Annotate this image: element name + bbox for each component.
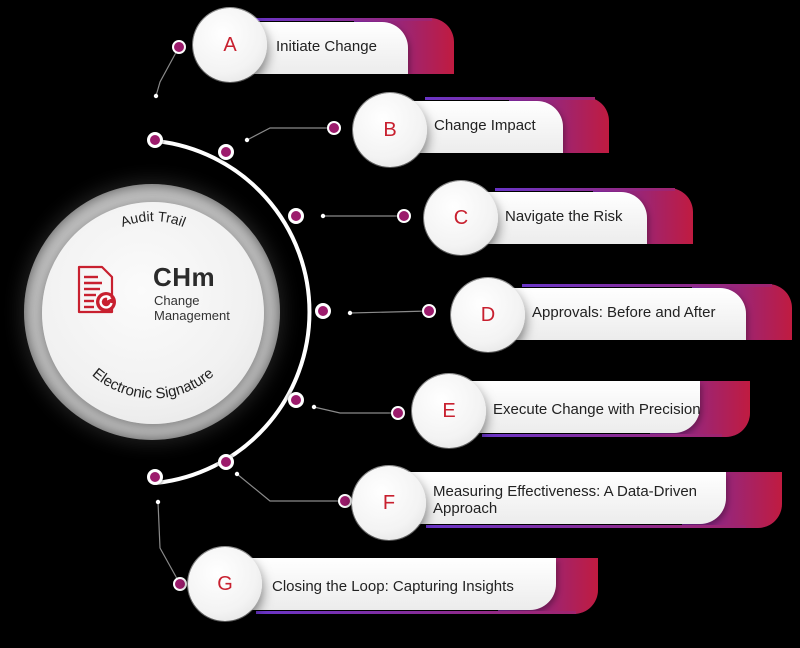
document-refresh-icon: [77, 265, 116, 314]
leader-end-c: [397, 209, 411, 223]
step-badge-d: D: [451, 278, 525, 352]
step-badge-a: A: [193, 8, 267, 82]
audit-trail-label: Audit Trail: [118, 208, 188, 230]
step-card-e: Execute Change with Precision: [452, 381, 750, 437]
hub-subtitle: Change Management: [154, 293, 230, 323]
electronic-signature-label: Electronic Signature: [89, 365, 217, 403]
svg-text:Electronic Signature: Electronic Signature: [89, 365, 217, 403]
card-body-e: [452, 381, 700, 433]
step-card-d: Approvals: Before and After: [492, 284, 792, 340]
step-label-d: Approvals: Before and After: [532, 303, 716, 321]
step-card-b: Change Impact: [395, 97, 609, 153]
leader-end-d: [422, 304, 436, 318]
card-body-g: [226, 558, 556, 610]
leader-end-a: [172, 40, 186, 54]
step-label-f: Measuring Effectiveness: A Data-Driven A…: [433, 483, 698, 517]
card-edge-e: [482, 434, 722, 437]
svg-text:Audit Trail: Audit Trail: [118, 208, 188, 230]
hub-subtitle-line2: Management: [154, 308, 230, 323]
card-edge-g: [256, 611, 576, 614]
step-label-e: Execute Change with Precision: [493, 400, 701, 418]
hub-subtitle-line1: Change: [154, 293, 200, 308]
step-card-g: Closing the Loop: Capturing Insights: [226, 558, 598, 614]
arc-node-e: [288, 392, 304, 408]
card-edge-a: [252, 18, 432, 21]
leader-end-e: [391, 406, 405, 420]
card-body-f: [396, 472, 726, 524]
arc-node-d: [315, 303, 331, 319]
card-body-d: [492, 288, 746, 340]
arc-node-f: [218, 454, 234, 470]
hub-arc-labels: Audit Trail Electronic Signature: [89, 208, 217, 403]
step-card-c: Navigate the Risk: [465, 188, 693, 244]
card-edge-d: [522, 284, 772, 287]
step-badge-b: B: [353, 93, 427, 167]
leader-end-g: [173, 577, 187, 591]
card-edge-f: [426, 525, 746, 528]
step-badge-f: F: [352, 466, 426, 540]
step-badge-g: G: [188, 547, 262, 621]
step-label-g: Closing the Loop: Capturing Insights: [272, 577, 514, 595]
arc-node-g: [147, 469, 163, 485]
step-label-a: Initiate Change: [276, 37, 377, 55]
arc-node-c: [288, 208, 304, 224]
step-label-c: Navigate the Risk: [505, 207, 623, 225]
step-label-b: Change Impact: [434, 116, 536, 134]
step-card-f: Measuring Effectiveness: A Data-Driven A…: [396, 472, 782, 528]
arc-node-a: [147, 132, 163, 148]
card-edge-b: [425, 97, 595, 100]
leader-end-f: [338, 494, 352, 508]
step-badge-e: E: [412, 374, 486, 448]
leader-end-b: [327, 121, 341, 135]
hub-title: CHm: [153, 262, 216, 292]
card-edge-c: [495, 188, 675, 191]
step-badge-c: C: [424, 181, 498, 255]
arc-node-b: [218, 144, 234, 160]
